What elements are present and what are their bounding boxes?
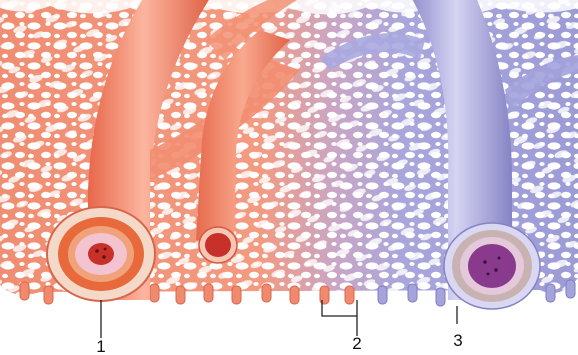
leader-lines <box>101 300 457 338</box>
label-2: 2 <box>352 334 361 353</box>
arteriole-cross-section <box>47 207 155 301</box>
label-3: 3 <box>453 331 462 350</box>
venule-cross-section <box>444 223 540 309</box>
label-1: 1 <box>96 337 105 355</box>
